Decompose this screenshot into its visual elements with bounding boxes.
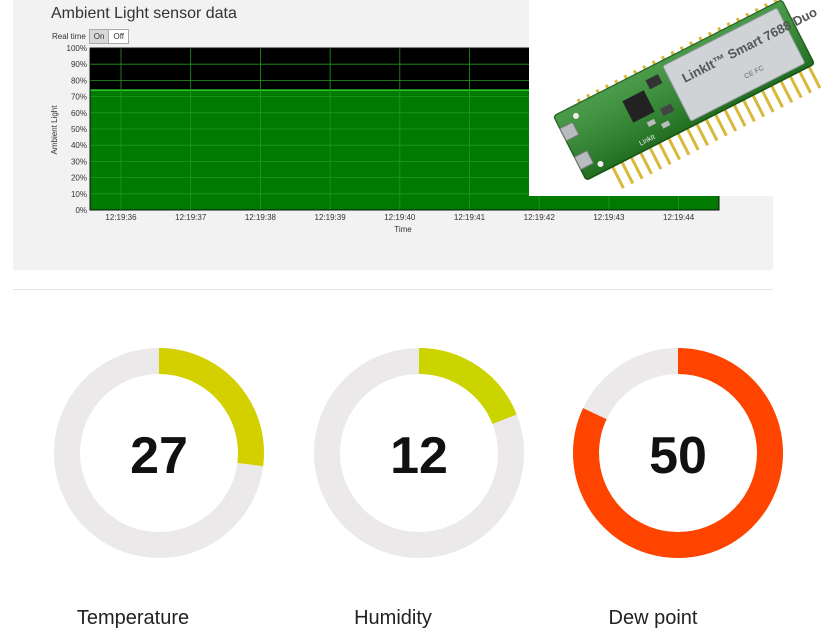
x-tick-label: 12:19:41 [454,213,486,222]
y-tick-label: 30% [71,157,87,166]
x-tick-label: 12:19:36 [105,213,137,222]
board-pin [804,60,822,89]
humidity-gauge-arc [314,348,524,558]
x-tick-label: 12:19:39 [315,213,347,222]
board-pin [636,146,653,175]
board-pin [758,84,775,113]
realtime-off-button[interactable]: Off [109,30,128,43]
y-tick-label: 20% [71,174,87,183]
board-pin [674,127,691,156]
x-tick-label: 12:19:37 [175,213,207,222]
y-tick-label: 80% [71,76,87,85]
board-pin [730,98,747,127]
humidity-gauge: 12 [313,347,525,559]
dew-point-gauge-arc [573,348,783,558]
humidity-label: Humidity [354,607,432,629]
board-pin [664,132,681,161]
board-pin [645,141,663,170]
board-pin [795,65,812,94]
dew-point-label: Dew point [608,607,698,629]
realtime-control: Real time On Off [52,29,129,44]
realtime-toggle: On Off [88,29,129,44]
y-tick-label: 40% [71,141,87,150]
y-tick-label: 10% [71,190,87,199]
dew-point-value: 50 [649,427,707,485]
y-tick-label: 60% [71,109,87,118]
x-tick-label: 12:19:38 [245,213,277,222]
x-tick-label: 12:19:42 [524,213,556,222]
chart-title: Ambient Light sensor data [51,5,237,22]
y-tick-label: 70% [71,93,87,102]
board-pin [617,156,635,185]
board-pin [655,136,672,166]
board-pin [720,103,738,132]
board-pin [702,113,719,142]
section-divider [13,289,773,290]
realtime-label: Real time [52,32,86,41]
board-pin [711,108,728,137]
board-pin [767,79,784,108]
board-pin [739,94,756,123]
x-tick-label: 12:19:44 [663,213,695,222]
board-pin [748,89,766,118]
y-axis-title: Ambient Light [50,105,59,155]
y-tick-label: 50% [71,125,87,134]
board-pin [608,160,625,189]
y-tick-label: 90% [71,60,87,69]
realtime-on-button[interactable]: On [89,30,110,43]
dew-point-gauge: 50 [572,347,784,559]
board-pin [786,70,803,99]
humidity-value: 12 [390,427,448,485]
temperature-gauge-arc [54,348,264,558]
temperature-gauge: 27 [53,347,265,559]
y-tick-label: 100% [67,44,87,53]
x-axis-title: Time [394,225,412,234]
y-tick-label: 0% [75,206,87,215]
x-tick-label: 12:19:43 [593,213,625,222]
board-pin [627,151,644,180]
temperature-label: Temperature [76,607,190,629]
board-pin [776,74,794,104]
x-tick-label: 12:19:40 [384,213,416,222]
temperature-value: 27 [130,427,188,485]
board-image: LinkIt™ Smart 7688 Duo CE FC LinkIt [553,0,822,189]
board-pin [683,122,700,151]
board-photo: LinkIt™ Smart 7688 Duo CE FC LinkIt [529,0,840,196]
board-pin [692,117,710,146]
